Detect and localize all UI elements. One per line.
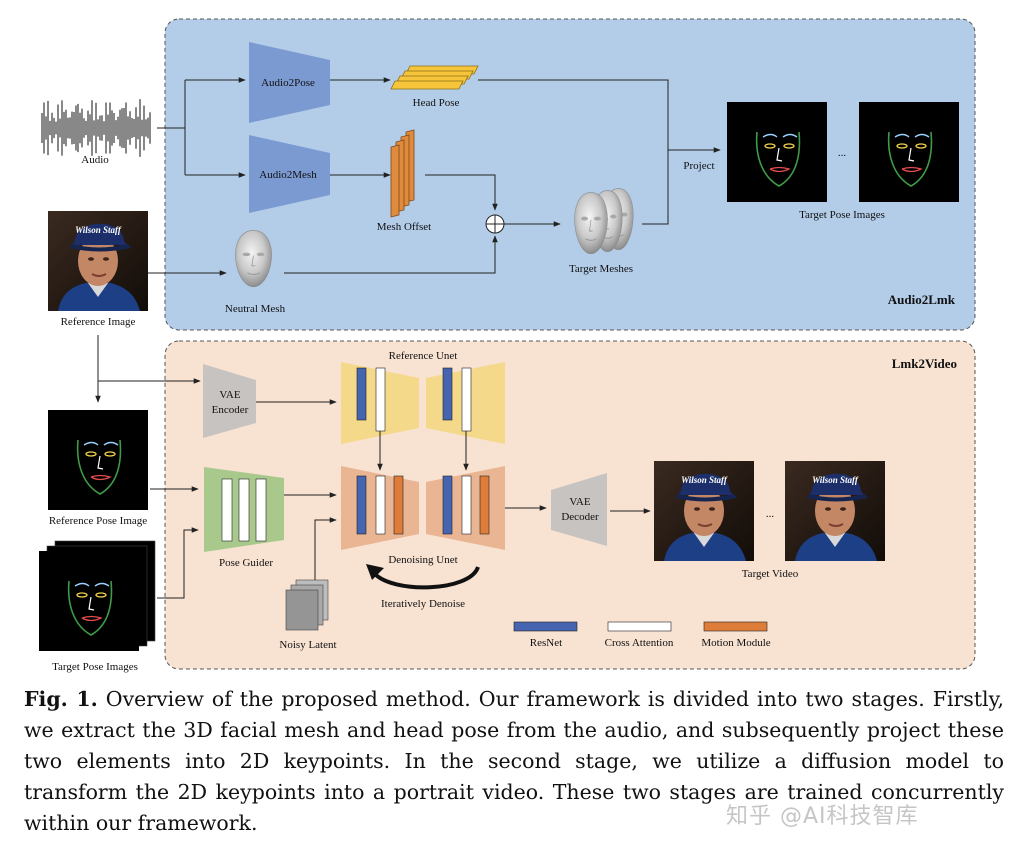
denoising-unet-label: Denoising Unet (388, 554, 457, 566)
target-video-ellipsis: ... (766, 508, 775, 520)
legend-swatch-cross-attention (607, 621, 672, 632)
legend-swatch-resnet (513, 621, 578, 632)
target-pose-images-label: Target Pose Images (799, 209, 885, 221)
add-operator-icon (485, 214, 505, 234)
watermark: 知乎 @AI科技智库 (726, 804, 919, 829)
vae-encoder-label-line1: VAE (219, 389, 240, 401)
audio2lmk-title: Audio2Lmk (888, 292, 956, 307)
target-pose-images-stack (38, 540, 156, 652)
pose-guider-label: Pose Guider (219, 557, 273, 569)
legend-swatch-motion-module (703, 621, 768, 632)
target-pose-image-2 (858, 101, 960, 203)
figure-caption: Fig. 1. Overview of the proposed method.… (24, 684, 1004, 839)
mesh-offset-label: Mesh Offset (377, 221, 431, 233)
target-video-label: Target Video (742, 568, 799, 580)
pose-guider-blocks (221, 478, 267, 542)
legend-label-resnet: ResNet (530, 637, 562, 649)
audio2mesh-label: Audio2Mesh (259, 169, 317, 181)
vae-decoder-label-line2: Decoder (561, 511, 599, 523)
target-meshes-label: Target Meshes (569, 263, 633, 275)
iterate-arrow-icon (372, 566, 480, 590)
project-label: Project (683, 160, 714, 172)
head-pose-stack (390, 65, 479, 90)
iterate-arrowhead-icon (366, 564, 384, 580)
audio2mesh-module (249, 135, 330, 213)
neutral-mesh-label: Neutral Mesh (225, 303, 286, 315)
audio2lmk-stage-panel (164, 18, 976, 331)
caption-text: Overview of the proposed method. Our fra… (24, 687, 1004, 835)
noisy-latent-label: Noisy Latent (279, 639, 336, 651)
noisy-latent-stack (285, 579, 329, 631)
reference-image (47, 210, 149, 312)
caption-prefix: Fig. 1. (24, 687, 98, 711)
target-meshes (573, 188, 634, 255)
legend: ResNet Cross Attention Motion Module (513, 621, 771, 649)
target-video-frame-2 (784, 460, 886, 562)
vae-decoder-module (551, 473, 607, 546)
audio-label: Audio (81, 154, 109, 166)
reference-unet (341, 362, 505, 444)
iteratively-denoise-label: Iteratively Denoise (381, 598, 465, 610)
mesh-offset-stack (390, 129, 415, 218)
audio-waveform-icon (41, 99, 151, 157)
target-pose-ellipsis: ... (838, 147, 847, 159)
vae-decoder-label-line1: VAE (569, 496, 590, 508)
audio2pose-label: Audio2Pose (261, 77, 315, 89)
reference-image-label: Reference Image (61, 316, 136, 328)
vae-encoder-module (203, 364, 256, 438)
denoising-unet (341, 466, 505, 550)
target-video-frame-1 (653, 460, 755, 562)
vae-encoder-label-line2: Encoder (212, 404, 249, 416)
reference-unet-label: Reference Unet (389, 350, 458, 362)
legend-label-motion-module: Motion Module (701, 637, 770, 649)
lmk2video-title: Lmk2Video (892, 356, 957, 371)
target-pose-image-1 (726, 101, 828, 203)
reference-pose-image-label: Reference Pose Image (49, 515, 147, 527)
head-pose-label: Head Pose (413, 97, 460, 109)
reference-pose-image (47, 409, 149, 511)
legend-label-cross-attention: Cross Attention (605, 637, 674, 649)
target-pose-images-stage2-label: Target Pose Images (52, 661, 138, 673)
audio2pose-module (249, 42, 330, 123)
